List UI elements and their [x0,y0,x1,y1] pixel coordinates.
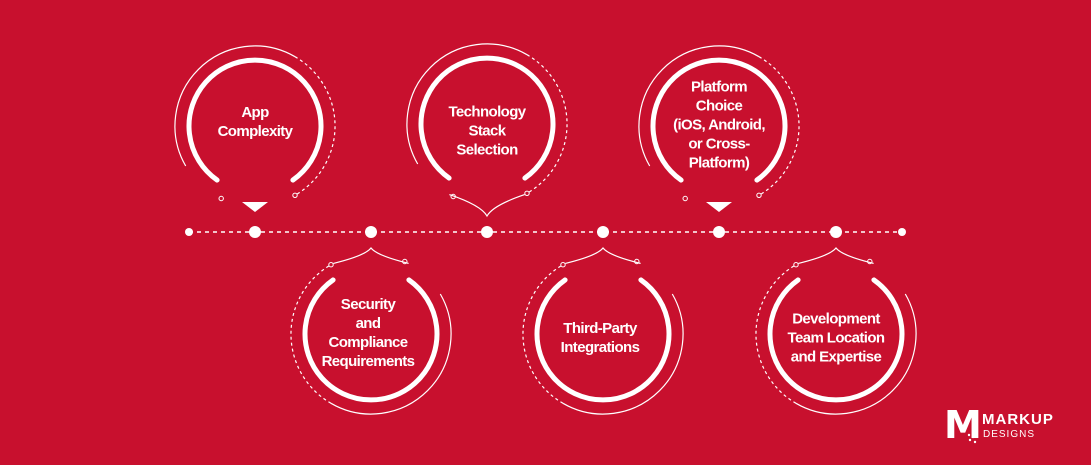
node-dashed-arc [522,264,564,404]
node-outer-arc [330,293,452,415]
node-label-line: (iOS, Android, [673,116,765,134]
pointer-spike [798,247,874,264]
timeline-dot [830,226,842,238]
node-dashed-arc [294,56,336,196]
node-label-line: Platform [690,78,748,96]
arc-end-marker [524,190,530,196]
timeline-dot [365,226,377,238]
timeline-dot [185,228,193,236]
node-ring [418,55,556,181]
node-label-line: App [241,104,269,121]
milestone-node [522,247,684,415]
pointer-spike [333,247,409,264]
arc-end-marker [328,262,334,268]
node-label-line: Complexity [217,123,293,140]
node-label-line: Selection [456,141,518,159]
node-dashed-arc [290,264,332,404]
node-label-line: Technology [448,103,526,121]
arc-end-marker [793,262,799,268]
node-label-line: Team Location [787,329,886,347]
timeline-dot [713,226,725,238]
node-label-line: Choice [695,97,743,115]
node-outer-arc [562,293,684,415]
node-outer-arc [406,43,528,165]
arc-end-marker [756,192,762,198]
node-label-line: or Cross- [688,135,750,153]
node-ring [534,277,672,403]
brand-logo: M MARKUP DESIGNS [944,406,1084,450]
node-dashed-arc [758,56,800,196]
node-ring [186,57,324,183]
node-ring [650,57,788,183]
node-label-line: Development [792,310,880,328]
logo-dots-icon [967,433,977,444]
node-label-line: Compliance [328,334,408,351]
node-label-line: and [355,315,381,332]
milestone-node [406,43,568,218]
pointer-triangle [706,202,732,212]
milestone-node [638,45,800,212]
arc-end-marker [560,262,566,268]
node-outer-arc [638,45,760,167]
node-ring [767,277,905,403]
timeline-dot [597,226,609,238]
milestone-node [290,247,452,415]
node-label-line: Integrations [560,339,640,356]
node-label-line: Security [340,296,396,313]
node-label-line: Platform) [688,154,750,172]
arc-end-marker [218,195,224,202]
pointer-spike [449,194,525,218]
logo-tagline: DESIGNS [983,429,1036,440]
logo-name: MARKUP [982,411,1054,428]
milestone-node [174,45,336,212]
arc-end-marker [292,192,298,198]
timeline-dot [898,228,906,236]
node-label-line: Third-Party [563,320,637,337]
arc-end-marker [682,195,688,202]
node-outer-arc [795,293,917,415]
pointer-triangle [242,202,268,212]
node-dashed-arc [526,54,568,194]
timeline-dot [481,226,493,238]
node-label-line: and Expertise [790,348,882,366]
pointer-spike [565,247,641,264]
logo-mark: M [944,403,982,447]
node-label-line: Requirements [321,353,415,370]
timeline-dot [249,226,261,238]
node-dashed-arc [755,264,797,404]
node-ring [302,277,440,403]
milestone-node [755,247,917,415]
node-label-line: Stack [468,122,506,140]
node-outer-arc [174,45,296,167]
